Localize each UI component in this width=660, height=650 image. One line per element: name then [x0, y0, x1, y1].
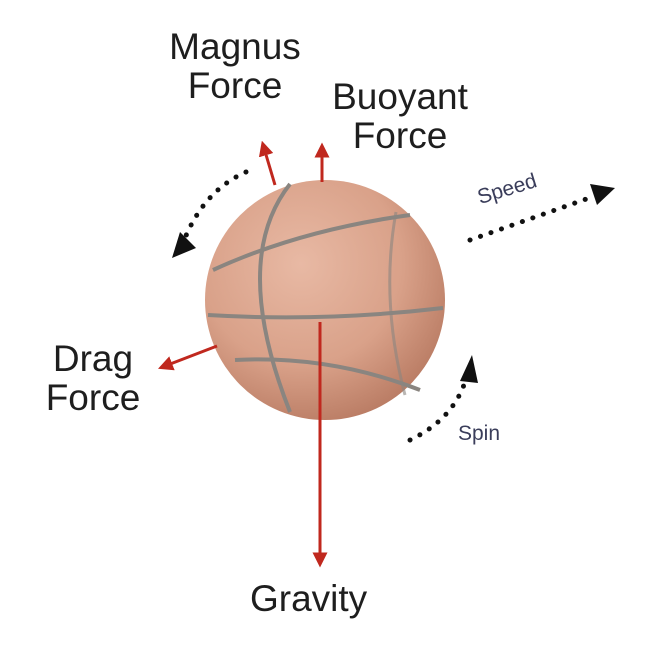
magnus-force-label: Magnus Force — [169, 26, 301, 106]
magnus-force-arrow — [258, 140, 277, 186]
spin-label: Spin — [458, 422, 501, 445]
speed-arrow — [467, 184, 615, 243]
basketball — [205, 180, 445, 420]
spin-curve-arrow-top — [172, 169, 249, 258]
buoyant-force-label: Buoyant Force — [332, 76, 468, 156]
drag-force-arrow — [157, 344, 218, 371]
spin-curve-arrow-bottom — [407, 355, 478, 443]
drag-force-label: Drag Force — [45, 338, 141, 418]
gravity-label: Gravity — [250, 578, 368, 619]
